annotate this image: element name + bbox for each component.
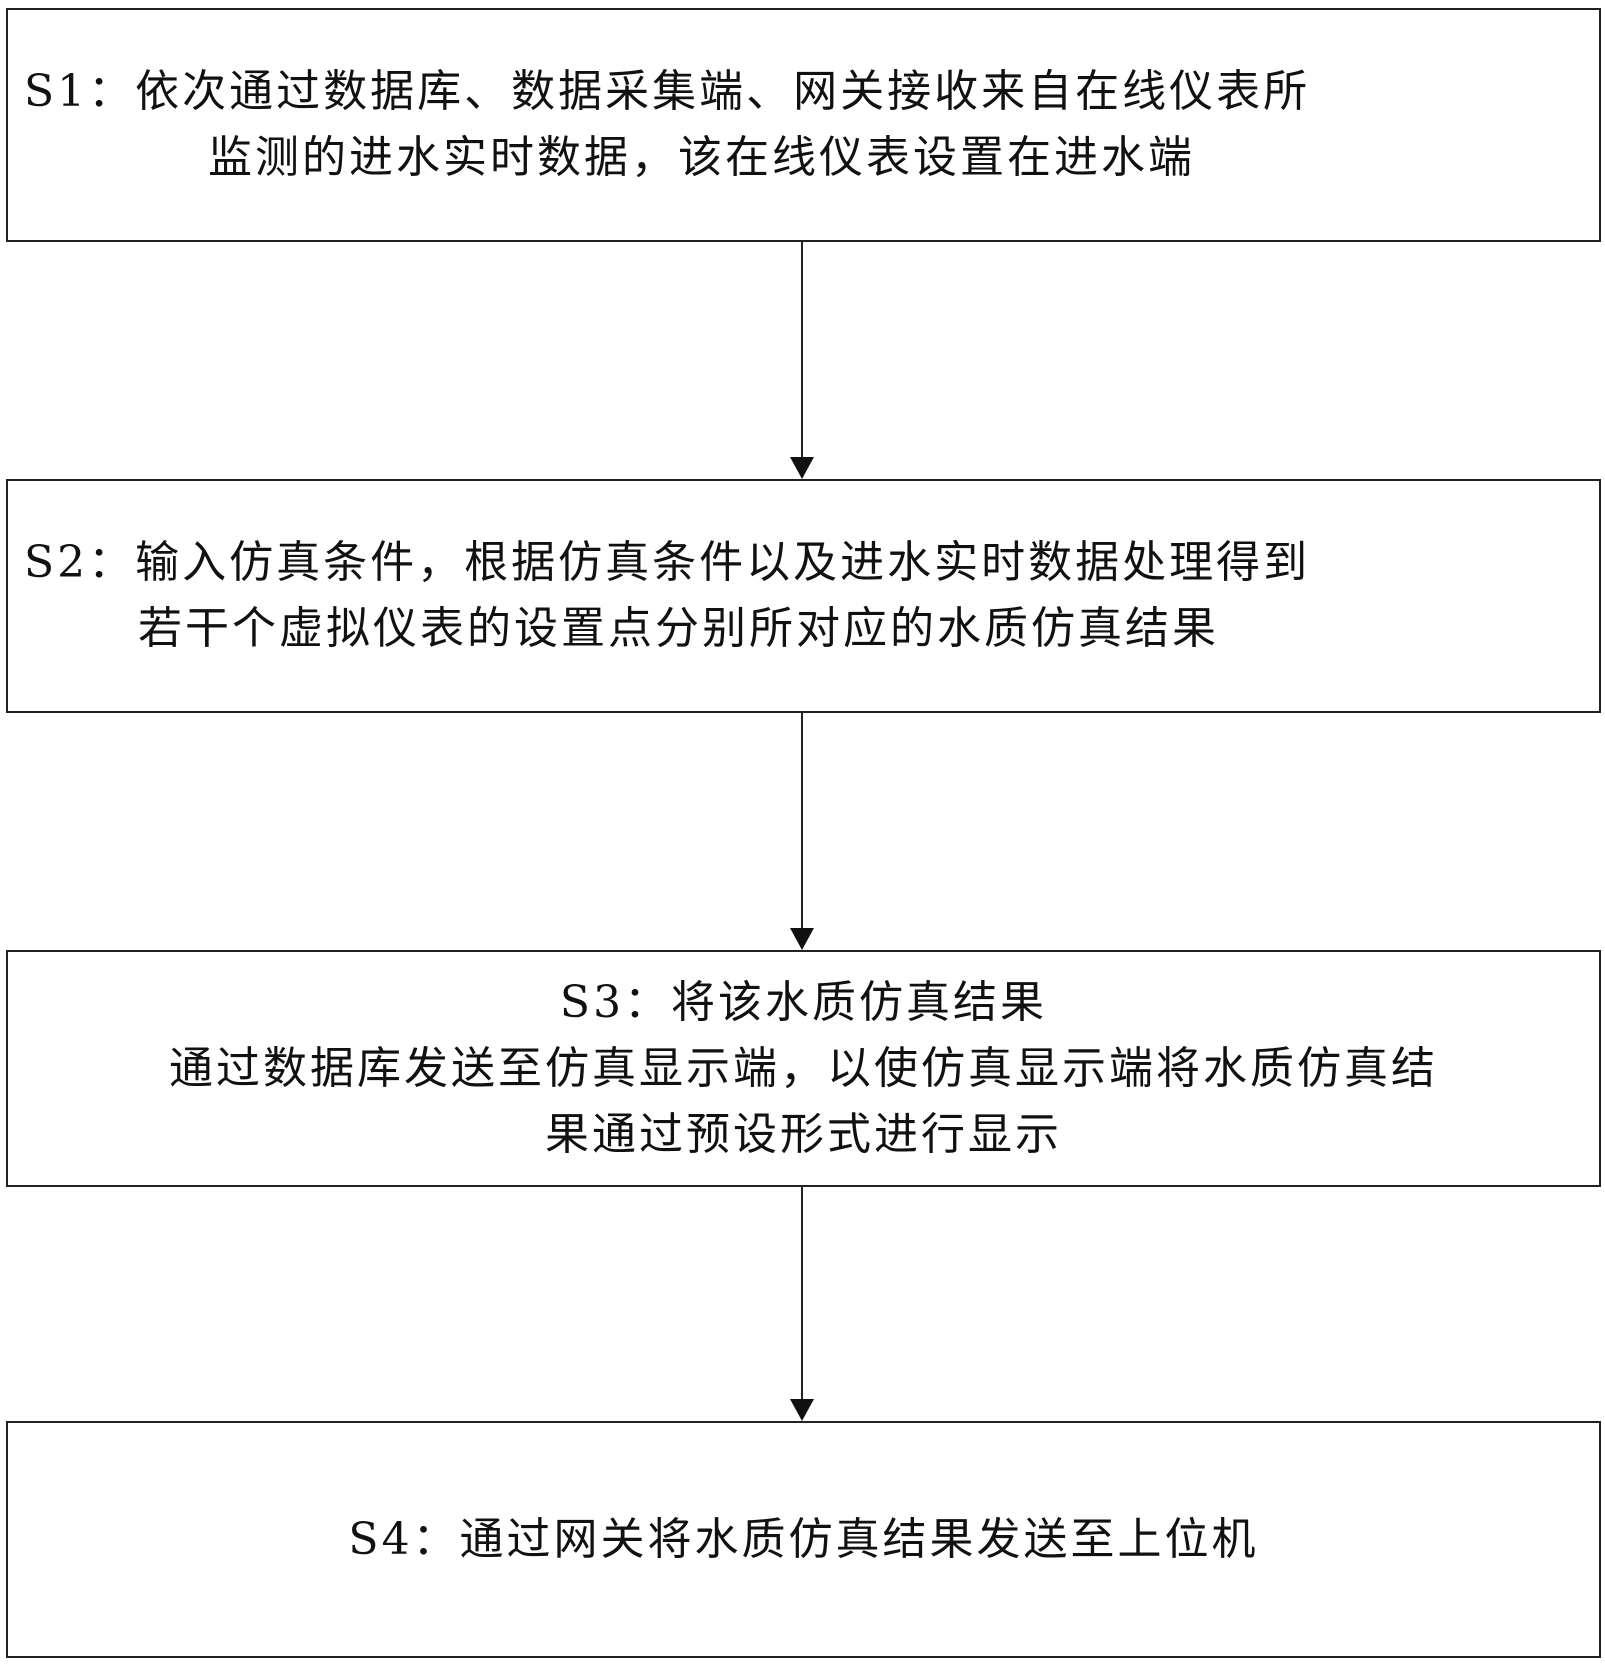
step-s2-line-2: 若干个虚拟仪表的设置点分别所对应的水质仿真结果 (138, 603, 1219, 654)
step-text-s4: S4：通过网关将水质仿真结果发送至上位机 (20, 1507, 1587, 1573)
step-s1-line-1: S1：依次通过数据库、数据采集端、网关接收来自在线仪表所 (24, 66, 1311, 117)
arrow-shaft (801, 713, 803, 928)
arrow-shaft (801, 1187, 803, 1399)
arrow-down-icon (790, 457, 814, 479)
step-text-s2: S2：输入仿真条件，根据仿真条件以及进水实时数据处理得到 若干个虚拟仪表的设置点… (20, 530, 1587, 662)
arrow-down-icon (790, 1399, 814, 1421)
step-box-s4: S4：通过网关将水质仿真结果发送至上位机 (6, 1421, 1601, 1658)
step-s1-line-2: 监测的进水实时数据，该在线仪表设置在进水端 (208, 132, 1195, 183)
step-box-s2: S2：输入仿真条件，根据仿真条件以及进水实时数据处理得到 若干个虚拟仪表的设置点… (6, 479, 1601, 713)
arrow-down-icon (790, 928, 814, 950)
step-s4-line-1: S4：通过网关将水质仿真结果发送至上位机 (348, 1513, 1259, 1565)
flow-arrow-s2-to-s3 (790, 713, 814, 950)
flow-arrow-s3-to-s4 (790, 1187, 814, 1421)
step-box-s1: S1：依次通过数据库、数据采集端、网关接收来自在线仪表所 监测的进水实时数据，该… (6, 8, 1601, 242)
step-s2-line-1: S2：输入仿真条件，根据仿真条件以及进水实时数据处理得到 (24, 537, 1311, 588)
step-s3-line-2: 通过数据库发送至仿真显示端，以使仿真显示端将水质仿真结 (169, 1042, 1438, 1094)
step-text-s1: S1：依次通过数据库、数据采集端、网关接收来自在线仪表所 监测的进水实时数据，该… (20, 59, 1587, 191)
flow-arrow-s1-to-s2 (790, 242, 814, 479)
step-s3-line-1: S3：将该水质仿真结果 (559, 976, 1048, 1028)
step-box-s3: S3：将该水质仿真结果 通过数据库发送至仿真显示端，以使仿真显示端将水质仿真结 … (6, 950, 1601, 1187)
step-s3-line-3: 果通过预设形式进行显示 (545, 1108, 1062, 1160)
arrow-shaft (801, 242, 803, 457)
step-text-s3: S3：将该水质仿真结果 通过数据库发送至仿真显示端，以使仿真显示端将水质仿真结 … (20, 970, 1587, 1168)
